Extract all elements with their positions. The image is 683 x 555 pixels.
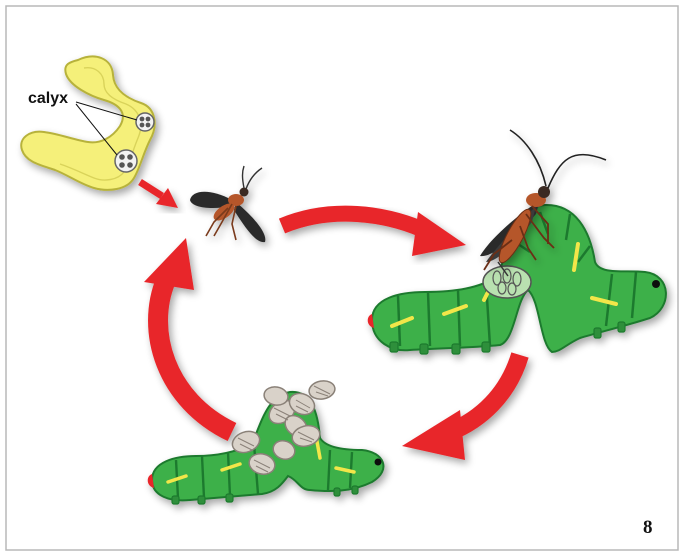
wasp-icon [190,166,265,242]
arrow-host-to-parasitized [402,355,520,460]
arrow-parasitized-to-wasp [144,238,232,432]
figure-number: 8 [643,517,653,538]
egg-cluster-icon [483,266,531,298]
arrow-wasp-to-host [282,212,466,256]
calyx-cell-lower [115,150,137,172]
calyx-label: calyx [28,90,68,107]
calyx-cell-upper [136,113,154,131]
caterpillar-with-cocoons-icon [148,392,384,504]
arrow-ovary-to-wasp [140,182,178,208]
ovary-organ-icon [21,56,154,189]
